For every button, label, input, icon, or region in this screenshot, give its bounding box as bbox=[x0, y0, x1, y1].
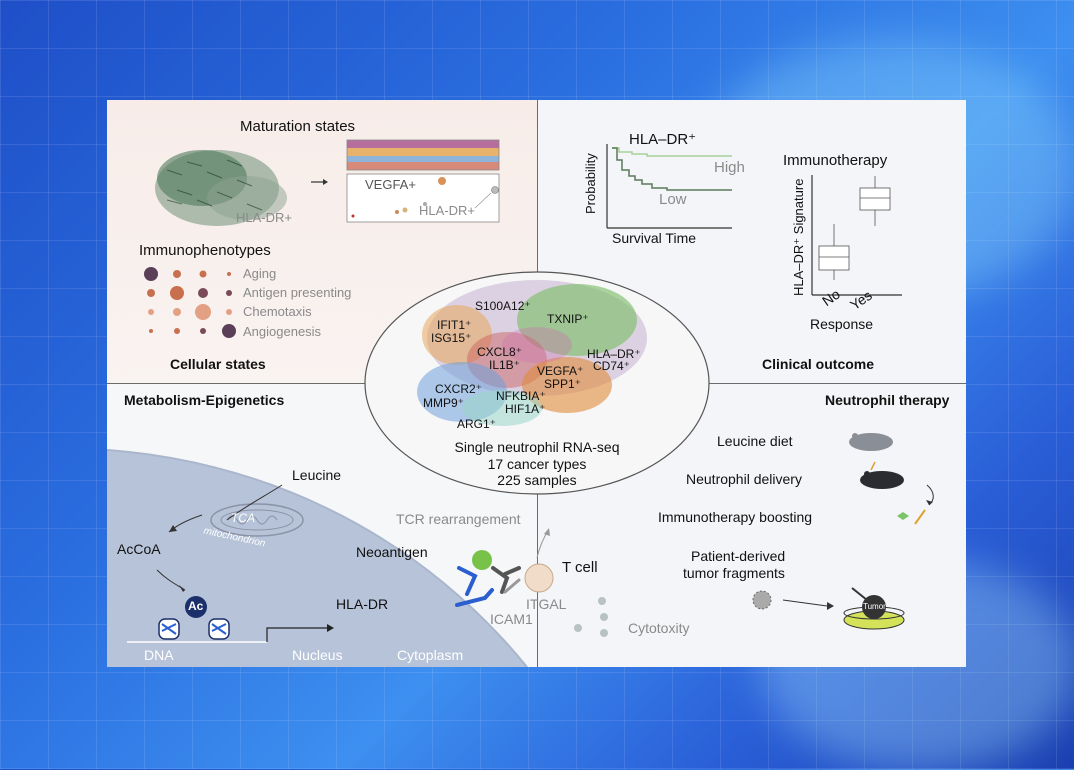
km-title: HLA–DR⁺ bbox=[629, 131, 697, 148]
cell-shapes bbox=[107, 449, 528, 667]
tcell-label: T cell bbox=[562, 559, 598, 576]
km-xlabel: Survival Time bbox=[612, 230, 697, 246]
nucleus-label: Nucleus bbox=[292, 647, 343, 663]
dna-label: DNA bbox=[144, 647, 174, 663]
gene-isg15: ISG15⁺ bbox=[431, 331, 472, 345]
center-line-3: 225 samples bbox=[497, 472, 577, 488]
immunophenotype-dotplot bbox=[144, 267, 236, 338]
center-line-1: Single neutrophil RNA-seq bbox=[454, 439, 620, 455]
gene-s100a12: S100A12⁺ bbox=[475, 299, 531, 313]
gene-cxcl8: CXCL8⁺ bbox=[477, 345, 523, 359]
legend-chemotaxis: Chemotaxis bbox=[243, 304, 312, 319]
umap-blob bbox=[155, 150, 287, 226]
metabolism-title: Metabolism-Epigenetics bbox=[124, 392, 285, 408]
figure-card: Maturation states HLA-DR+ VEGFA+ bbox=[107, 100, 966, 667]
stacked-bar-chart bbox=[346, 139, 500, 171]
gene-cd74: CD74⁺ bbox=[593, 359, 631, 373]
gene-spp1: SPP1⁺ bbox=[544, 377, 582, 391]
pdtf-label-1: Patient-derived bbox=[691, 548, 786, 564]
km-low-label: Low bbox=[659, 191, 687, 208]
acetyl-label: Ac bbox=[188, 599, 204, 613]
umap-hla-label: HLA-DR+ bbox=[236, 210, 292, 225]
cellular-states-title: Cellular states bbox=[170, 356, 266, 372]
scatter-inset bbox=[346, 173, 500, 223]
gene-txnip: TXNIP⁺ bbox=[547, 312, 589, 326]
gene-arg1: ARG1⁺ bbox=[457, 417, 497, 431]
tumor-label: Tumor bbox=[863, 602, 886, 611]
legend-antigen: Antigen presenting bbox=[243, 285, 352, 300]
center-line-2: 17 cancer types bbox=[487, 456, 587, 472]
gene-cxcr2: CXCR2⁺ bbox=[435, 382, 483, 396]
gene-hif1a: HIF1A⁺ bbox=[505, 402, 546, 416]
boosting-label: Immunotherapy boosting bbox=[658, 509, 813, 525]
clinical-outcome-title: Clinical outcome bbox=[762, 356, 875, 372]
boxplot bbox=[811, 175, 902, 296]
gene-nfkbia: NFKBIA⁺ bbox=[496, 389, 546, 403]
delivery-label: Neutrophil delivery bbox=[686, 471, 802, 487]
maturation-arrow bbox=[311, 179, 328, 185]
chromatin bbox=[127, 596, 334, 643]
mitochondrion bbox=[156, 484, 304, 592]
cytoplasm-label: Cytoplasm bbox=[397, 647, 464, 663]
cytotoxity-label: Cytotoxity bbox=[628, 620, 690, 636]
tcell-interaction bbox=[455, 528, 608, 637]
gene-vegfa: VEGFA⁺ bbox=[537, 364, 584, 378]
box-xlabel: Response bbox=[810, 316, 874, 332]
center-umap bbox=[364, 271, 710, 495]
hla-dr-label: HLA-DR bbox=[336, 596, 389, 612]
maturation-title: Maturation states bbox=[240, 118, 356, 135]
km-high-label: High bbox=[714, 159, 745, 176]
accoa-label: AcCoA bbox=[117, 541, 161, 557]
therapy-icons bbox=[752, 433, 934, 630]
tcr-label: TCR rearrangement bbox=[396, 511, 521, 527]
legend-angiogenesis: Angiogenesis bbox=[243, 324, 322, 339]
therapy-title: Neutrophil therapy bbox=[825, 392, 950, 408]
gene-mmp9: MMP9⁺ bbox=[423, 396, 465, 410]
km-plot bbox=[606, 144, 732, 229]
gene-il1b: IL1B⁺ bbox=[489, 358, 521, 372]
gene-hla-dr: HLA–DR⁺ bbox=[587, 347, 641, 361]
itgal-label: ITGAL bbox=[526, 596, 567, 612]
gene-ifit1: IFIT1⁺ bbox=[437, 318, 472, 332]
immunophenotypes-title: Immunophenotypes bbox=[139, 242, 271, 259]
leucine-diet-label: Leucine diet bbox=[717, 433, 793, 449]
vegfa-label: VEGFA+ bbox=[365, 177, 416, 192]
neoantigen-label: Neoantigen bbox=[356, 544, 428, 560]
tca-label: TCA bbox=[231, 511, 255, 525]
scatter-hla-label: HLA-DR+ bbox=[419, 203, 475, 218]
legend-aging: Aging bbox=[243, 266, 277, 281]
icam1-label: ICAM1 bbox=[490, 611, 533, 627]
immunotherapy-title: Immunotherapy bbox=[783, 152, 888, 169]
leucine-label: Leucine bbox=[292, 467, 342, 483]
pdtf-label-2: tumor fragments bbox=[683, 565, 785, 581]
